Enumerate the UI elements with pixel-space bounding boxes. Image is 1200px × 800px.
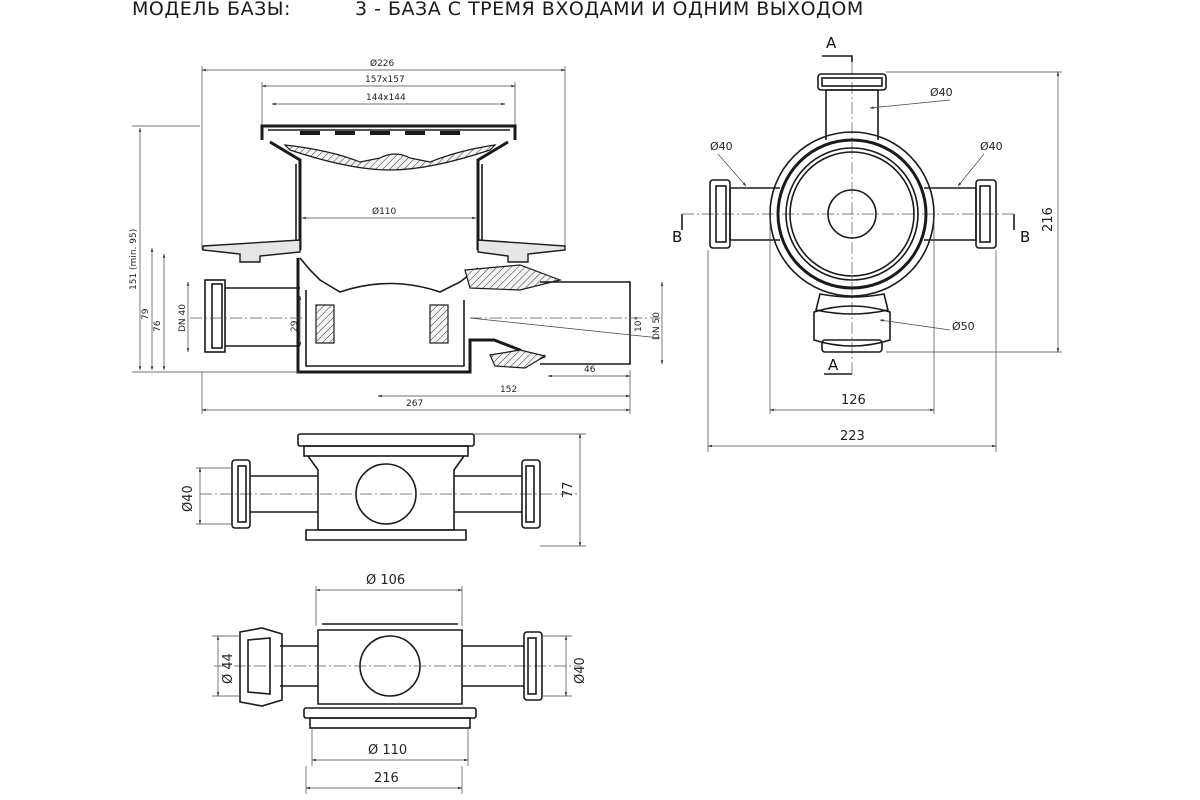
side-view-1: Ø40 77	[181, 433, 586, 547]
outlet-dia: Ø50	[952, 320, 975, 333]
dn40-label: DN 40	[178, 304, 188, 332]
side-view-2: Ø 106 Ø 44 Ø40	[212, 573, 588, 794]
model-description: 3 - БАЗА С ТРЕМЯ ВХОДАМИ И ОДНИМ ВЫХОДОМ	[355, 0, 864, 20]
side1-dim77: 77	[561, 481, 576, 498]
dim-46-label: 46	[584, 365, 596, 375]
section-b-right: B	[1020, 228, 1030, 246]
model-label: МОДЕЛЬ БАЗЫ:	[132, 0, 291, 20]
dim-79-label: 79	[141, 308, 151, 320]
section-a-bottom: A	[828, 356, 839, 374]
side1-dia40: Ø40	[181, 485, 196, 512]
angle-label: 10°	[634, 316, 644, 332]
dim-152-label: 152	[500, 385, 517, 395]
dim-110-label: Ø110	[372, 206, 397, 217]
section-a-top: A	[826, 34, 837, 52]
side2-dia44: Ø 44	[221, 653, 236, 684]
right-inlet-dia: Ø40	[980, 140, 1003, 153]
top-inlet-dia: Ø40	[930, 86, 953, 99]
top-dim-126: 126	[841, 393, 866, 408]
grate-slots	[300, 131, 460, 135]
top-dim-223: 223	[840, 429, 865, 444]
side2-dia106: Ø 106	[366, 573, 405, 588]
left-inlet-dia: Ø40	[710, 140, 733, 153]
dim-157-label: 157x157	[365, 75, 405, 85]
top-dim-216: 216	[1041, 207, 1056, 232]
side2-dia110: Ø 110	[368, 743, 407, 758]
section-b-left: B	[672, 228, 682, 246]
side2-dim216: 216	[374, 771, 399, 786]
top-view: A A B B	[672, 34, 1062, 452]
dim-226-label: Ø226	[370, 58, 395, 69]
dn50-label: DN 50	[652, 312, 662, 340]
dim-144-label: 144x144	[366, 93, 406, 103]
dim-267-label: 267	[406, 399, 423, 409]
section-view: Ø226 157x157 144x144 Ø110	[129, 58, 664, 414]
dim-151-label: 151 (min. 95)	[129, 229, 139, 290]
dim-76-label: 76	[153, 320, 163, 332]
side2-dia40: Ø40	[573, 657, 588, 684]
dim-29-label: 29	[290, 320, 300, 332]
